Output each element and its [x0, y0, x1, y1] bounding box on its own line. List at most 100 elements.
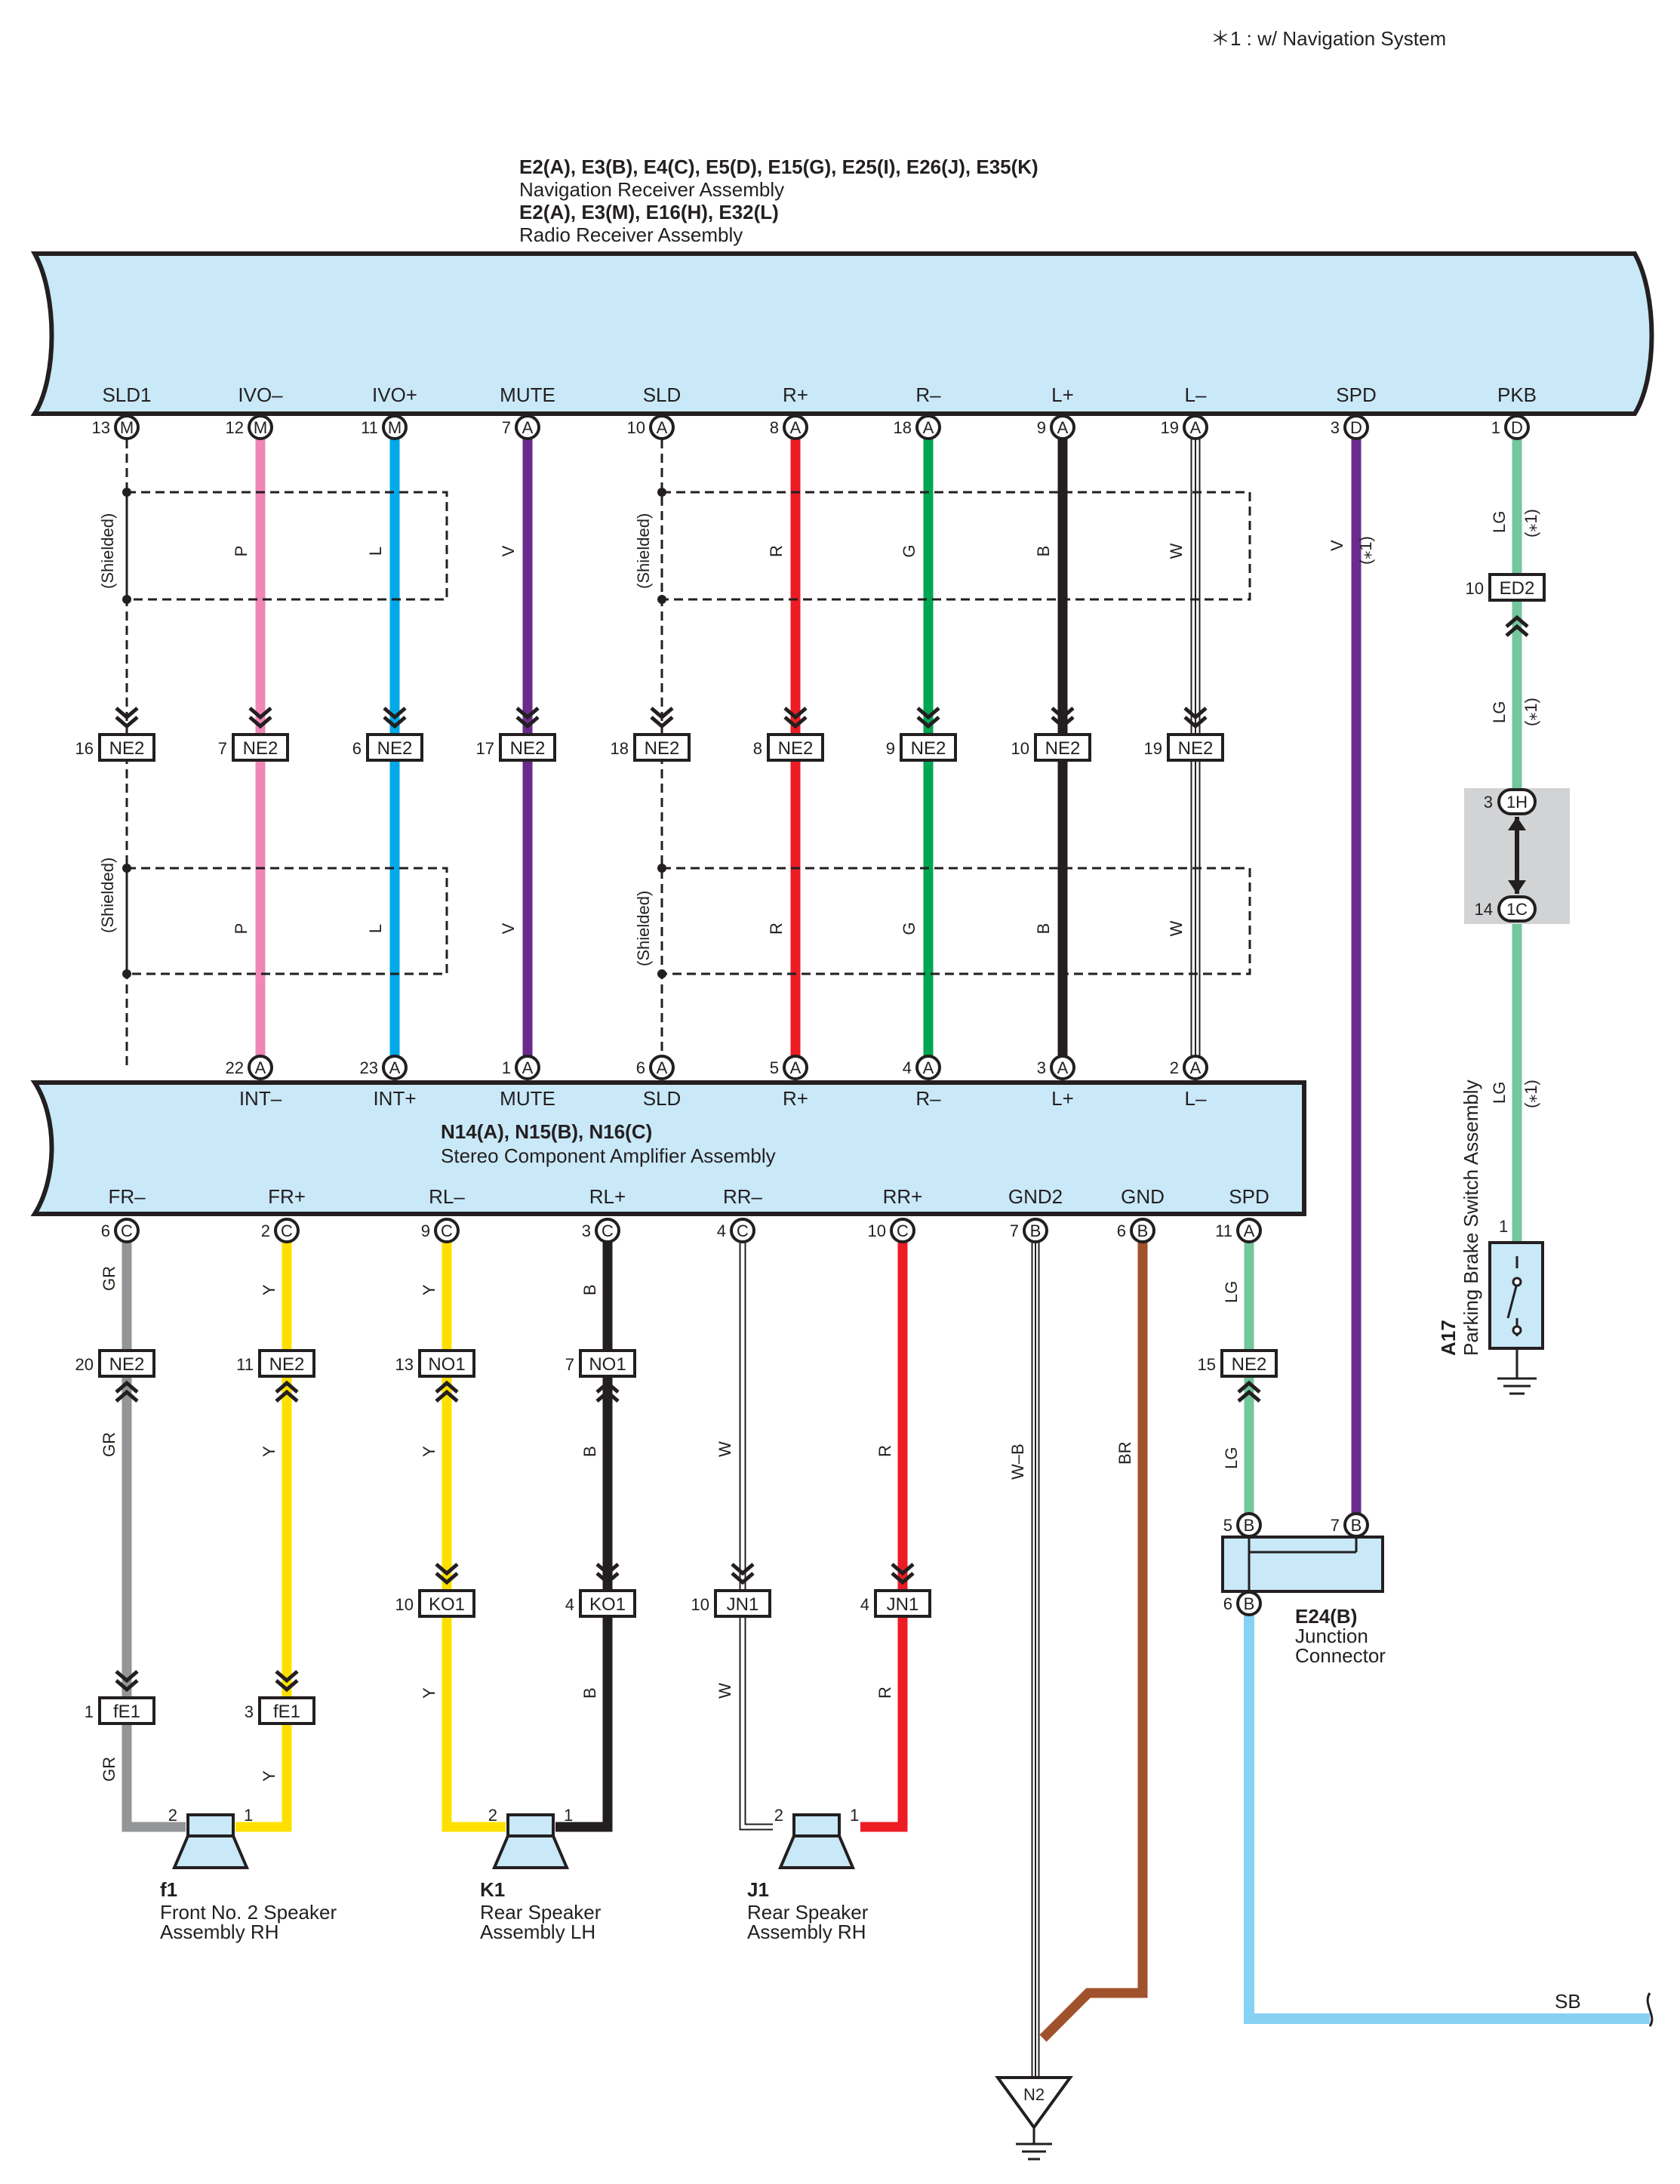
wire-label-bottom-11: B: [580, 1687, 599, 1699]
fe1-connector-0: [98, 1696, 155, 1725]
radio-title: Radio Receiver Assembly: [519, 223, 743, 246]
low-connector-2: [714, 1589, 771, 1618]
pin-name-r-plus: R+: [783, 384, 808, 406]
wire-label-bottom-8: Y: [420, 1687, 438, 1699]
mid-connector-1-number: 11: [236, 1355, 254, 1374]
mid-connector-3: [579, 1349, 636, 1378]
nav-pin-3-number: 7: [502, 418, 511, 437]
speaker-f1-id: f1: [160, 1878, 177, 1901]
nav-pin-4: [649, 414, 675, 440]
fe1-chevron-0: [115, 1670, 139, 1683]
pin-name-l-plus: L+: [1051, 384, 1074, 406]
connector-1c-number: 14: [1475, 900, 1493, 919]
amp-top-pin-1-letter: A: [389, 1058, 401, 1077]
speaker-J1-magnet: [792, 1813, 841, 1837]
ne2-chevron-8-2: [1183, 716, 1208, 729]
pin-name-ivo-minus: IVO–: [238, 384, 283, 406]
shield-dot-2a: [657, 488, 666, 497]
speaker-J1-pin-left: 2: [774, 1806, 783, 1825]
lower-wires: [122, 1231, 1650, 2078]
amp-pin-rl-plus: RL+: [589, 1185, 626, 1208]
mid-chevron-1: [275, 1389, 299, 1403]
ed2-connector-number: 10: [1466, 579, 1484, 598]
mid-connector-0-label: NE2: [109, 1354, 145, 1375]
amp-bottom-pin-1-letter: C: [281, 1221, 293, 1240]
wire-rl-plus: [555, 1231, 613, 1832]
amp-pin-l-plus: L+: [1051, 1087, 1074, 1110]
nav-pin-5-letter: A: [790, 418, 802, 437]
mid-connector-3-label: NO1: [589, 1354, 626, 1375]
amp-bottom-pin-names: FR– FR+ RL– RL+ RR– RR+ GND2 GND SPD: [108, 1185, 1269, 1208]
nav-pin-names: SLD1 IVO– IVO+ MUTE SLD R+ R– L+ L– SPD …: [102, 384, 1537, 406]
wire-label-upper-6: W: [1167, 543, 1186, 559]
wire-label-bottom-6: Y: [420, 1284, 438, 1295]
mid-connector-1-label: NE2: [269, 1354, 305, 1375]
nav-pin-1-letter: M: [254, 418, 267, 437]
speaker-K1-magnet: [506, 1813, 555, 1837]
fe1-chevron-1-2: [275, 1679, 299, 1693]
spd-wire-label: V: [1328, 540, 1346, 551]
wire-label-bottom-3: Y: [260, 1284, 278, 1295]
nav-pin-2-number: 11: [361, 418, 378, 437]
wire-label-upper-5: B: [1034, 546, 1053, 557]
wire-label-lower-1: L: [366, 924, 385, 933]
wire-label-bottom-7: Y: [420, 1446, 438, 1457]
junction-pin-in-left: [1236, 1512, 1262, 1538]
low-connector-2-number: 10: [691, 1595, 709, 1614]
junction-name: Junction: [1295, 1625, 1368, 1647]
wire-label-bottom-18: LG: [1222, 1281, 1241, 1303]
amp-top-pin-names: INT– INT+ MUTE SLD R+ R– L+ L–: [239, 1087, 1207, 1110]
pkb-footnote-2: (⁎1): [1522, 698, 1540, 726]
amp-connector-list: N14(A), N15(B), N16(C): [441, 1120, 652, 1143]
amp-top-pin-2-letter: A: [522, 1058, 534, 1077]
fe1-chevron-0-2: [115, 1679, 139, 1693]
amp-top-pin-0: [248, 1055, 273, 1080]
connector-1c-label: 1C: [1506, 900, 1528, 919]
ne2-connector-4-number: 18: [611, 739, 629, 758]
switch-id: A17: [1437, 1320, 1460, 1356]
pkb-label-3: LG: [1490, 1082, 1509, 1104]
ne2-chevron-2-2: [383, 716, 407, 729]
mid-chevron-2: [435, 1389, 459, 1403]
amp-top-pin-7: [1183, 1055, 1208, 1080]
amp-pin-int-plus: INT+: [373, 1087, 416, 1110]
ne2-connector-3-number: 17: [476, 739, 494, 758]
speaker-f1-name2: Assembly RH: [160, 1921, 278, 1943]
amp-top-pin-0-number: 22: [226, 1058, 244, 1077]
wire-label-lower-6: W: [1167, 920, 1186, 936]
ne2-chevron-1: [248, 707, 272, 720]
mid-chevron-2-2: [435, 1380, 459, 1394]
nav-title: Navigation Receiver Assembly: [519, 178, 784, 201]
wire-label-bottom-13: W: [715, 1683, 734, 1699]
ne2-chevron-4-2: [650, 716, 674, 729]
speaker-j1-name: Rear Speaker: [747, 1901, 869, 1924]
ne2-connector-3: [499, 733, 556, 762]
mid-connector-4-number: 15: [1198, 1355, 1216, 1374]
ne2-connector-7-number: 10: [1011, 739, 1029, 758]
speaker-f1-name: Front No. 2 Speaker: [160, 1901, 337, 1924]
mid-chevron-4: [1237, 1389, 1261, 1403]
amp-bottom-pin-5: [890, 1218, 915, 1243]
junction-pin-in-left-letter: B: [1244, 1516, 1255, 1535]
amp-pin-r-plus: R+: [783, 1087, 808, 1110]
shielded-label-4: (Shielded): [634, 891, 653, 966]
amp-pin-fr-minus: FR–: [108, 1185, 146, 1208]
junction-pin-in-left-number: 5: [1223, 1516, 1232, 1535]
nav-pin-9-number: 3: [1331, 418, 1340, 437]
shield-dot-2b: [657, 595, 666, 604]
low-connector-0-number: 10: [395, 1595, 414, 1614]
wire-rr-minus-core: [740, 1231, 773, 1829]
wire-label-bottom-1: GR: [100, 1432, 118, 1457]
ne2-connector-6-label: NE2: [911, 738, 946, 759]
amp-bottom-pin-8-letter: A: [1244, 1221, 1255, 1240]
wire-label-lower-3: R: [767, 923, 786, 935]
ed2-chevron: [1505, 624, 1529, 637]
ne2-connector-8-label: NE2: [1178, 738, 1214, 759]
shield-box-3: [125, 867, 448, 975]
ground-n2-icon: [995, 2076, 1073, 2130]
nav-pin-0-letter: M: [120, 418, 134, 437]
pin-name-sld: SLD: [643, 384, 682, 406]
wire-rr-minus: [739, 1231, 773, 1831]
wire-label-lower-2: V: [499, 923, 518, 934]
